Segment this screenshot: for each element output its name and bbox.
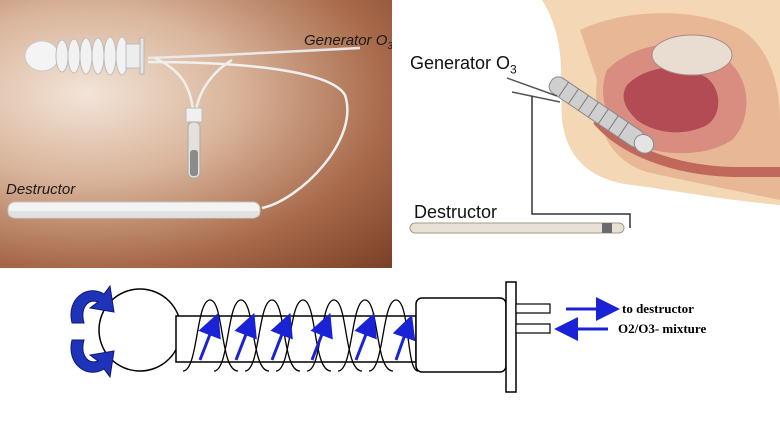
inner-tube bbox=[175, 315, 417, 363]
generator-housing bbox=[415, 297, 507, 373]
generator-label: Generator O3 bbox=[304, 32, 392, 52]
device-photo: Generator O3 Destructor bbox=[0, 0, 392, 268]
outlet-label: to destructor bbox=[622, 301, 694, 316]
flow-arrow bbox=[270, 312, 293, 361]
flow-arrow bbox=[198, 312, 221, 361]
destructor-label-right: Destructor bbox=[414, 202, 498, 222]
flow-arrow bbox=[310, 312, 333, 361]
anatomy-drawing bbox=[409, 0, 780, 234]
outlet-nozzle bbox=[515, 303, 551, 314]
device-photo-drawing bbox=[7, 36, 361, 219]
rotation-arrow-top bbox=[70, 284, 115, 324]
rotation-arrow-bottom bbox=[70, 339, 115, 379]
inlet-nozzle bbox=[515, 323, 551, 334]
coil-winding bbox=[182, 299, 419, 372]
flow-arrow bbox=[234, 312, 257, 361]
flow-arrow bbox=[354, 312, 377, 361]
schematic-drawing bbox=[70, 281, 620, 393]
gas-flow-arrows bbox=[198, 312, 416, 361]
rotation-arrows bbox=[70, 284, 115, 379]
anatomical-illustration: Generator O3 Destructor bbox=[392, 0, 780, 268]
destructor-label: Destructor bbox=[6, 181, 76, 198]
inlet-label: O2/O3- mixture bbox=[618, 321, 707, 336]
flow-arrow bbox=[392, 314, 416, 361]
generator-schematic: to destructor O2/O3- mixture bbox=[0, 268, 780, 422]
generator-label-right: Generator O3 bbox=[410, 53, 517, 77]
end-flange bbox=[505, 281, 517, 393]
